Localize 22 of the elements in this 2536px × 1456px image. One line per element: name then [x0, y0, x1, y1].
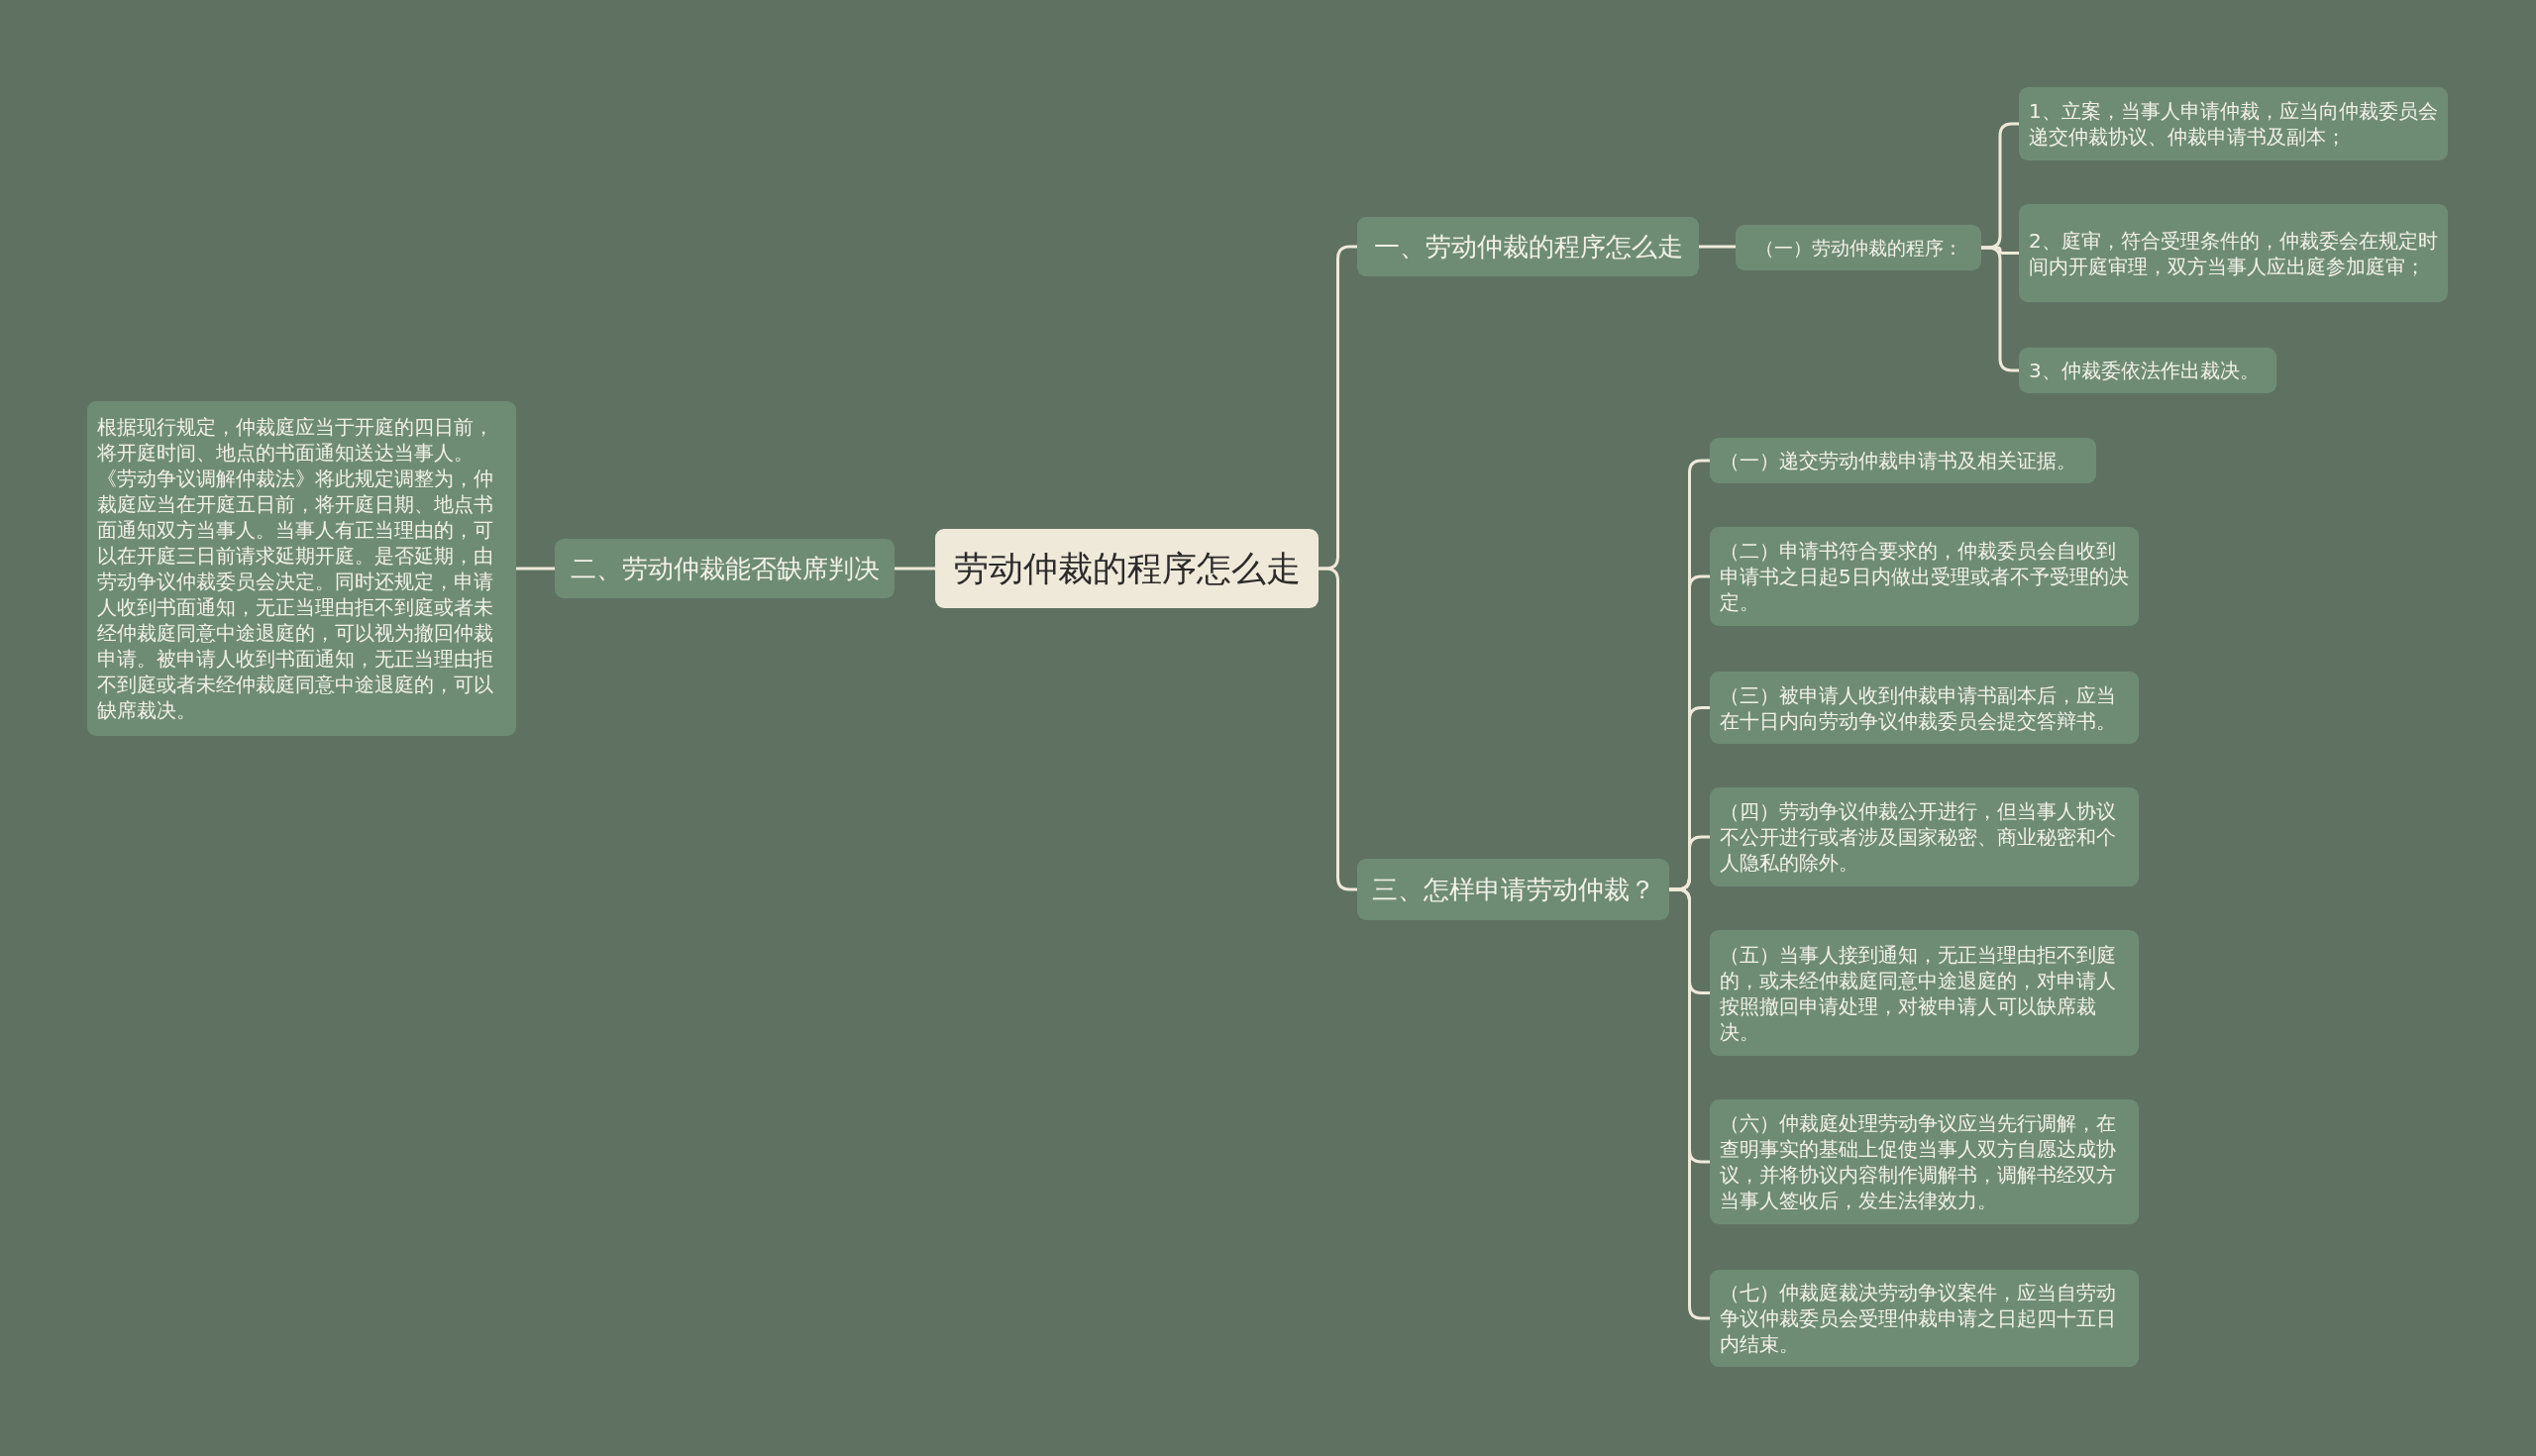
topic-box: 二、劳动仲裁能否缺席判决 [555, 539, 895, 598]
text-box: （一）递交劳动仲裁申请书及相关证据。 [1710, 438, 2096, 483]
text-box: （七）仲裁庭裁决劳动争议案件，应当自劳动争议仲裁委员会受理仲裁申请之日起四十五日内结束。 [1710, 1270, 2139, 1367]
text-box: （四）劳动争议仲裁公开进行，但当事人协议不公开进行或者涉及国家秘密、商业秘密和个人隐私的除外。 [1710, 787, 2139, 886]
text-box: 3、仲裁委依法作出裁决。 [2019, 348, 2276, 393]
subtopic-box: （一）劳动仲裁的程序： [1736, 225, 1981, 270]
text-box: （二）申请书符合要求的，仲裁委员会自收到申请书之日起5日内做出受理或者不予受理的决定。 [1710, 527, 2139, 626]
connector-line [1319, 567, 1357, 891]
central-topic-box: 劳动仲裁的程序怎么走 [935, 529, 1319, 608]
connector-line [516, 567, 555, 571]
connector-line [1669, 887, 1710, 1320]
topic-box: 三、怎样申请劳动仲裁？ [1357, 859, 1669, 920]
topic-box: 一、劳动仲裁的程序怎么走 [1357, 217, 1699, 276]
text-box: （六）仲裁庭处理劳动争议应当先行调解，在查明事实的基础上促使当事人双方自愿达成协议，并将协议内容制作调解书，调解书经双方当事人签收后，发生法律效力。 [1710, 1099, 2139, 1224]
text-box: （五）当事人接到通知，无正当理由拒不到庭的，或未经仲裁庭同意中途退庭的，对申请人按照撤回申请处理，对被申请人可以缺席裁决。 [1710, 930, 2139, 1056]
text-box: （三）被申请人收到仲裁申请书副本后，应当在十日内向劳动争议仲裁委员会提交答辩书。 [1710, 672, 2139, 744]
connector-line [1981, 246, 2019, 372]
text-box: 根据现行规定，仲裁庭应当于开庭的四日前，将开庭时间、地点的书面通知送达当事人。《劳动争议调解仲裁法》将此规定调整为，仲裁庭应当在开庭五日前，将开庭日期、地点书面通知双方当事人。当事人有正当理由的，可以在开庭三日前请求延期开庭。是否延期，由劳动争议仲裁委员会决定。同时还规定，申请人收到书面通知，无正当理由拒不到庭或者未经仲裁庭同意中途退庭的，可以视为撤回仲裁申请。被申请人收到书面通知，无正当理由拒不到庭或者未经仲裁庭同意中途退庭的，可以缺席裁决。 [87, 401, 516, 736]
text-box: 2、庭审，符合受理条件的，仲裁委会在规定时间内开庭审理，双方当事人应出庭参加庭审； [2019, 204, 2448, 302]
connector-line [1699, 245, 1736, 249]
text-box: 1、立案，当事人申请仲裁，应当向仲裁委员会递交仲裁协议、仲裁申请书及副本； [2019, 87, 2448, 160]
connector-line [895, 567, 935, 571]
